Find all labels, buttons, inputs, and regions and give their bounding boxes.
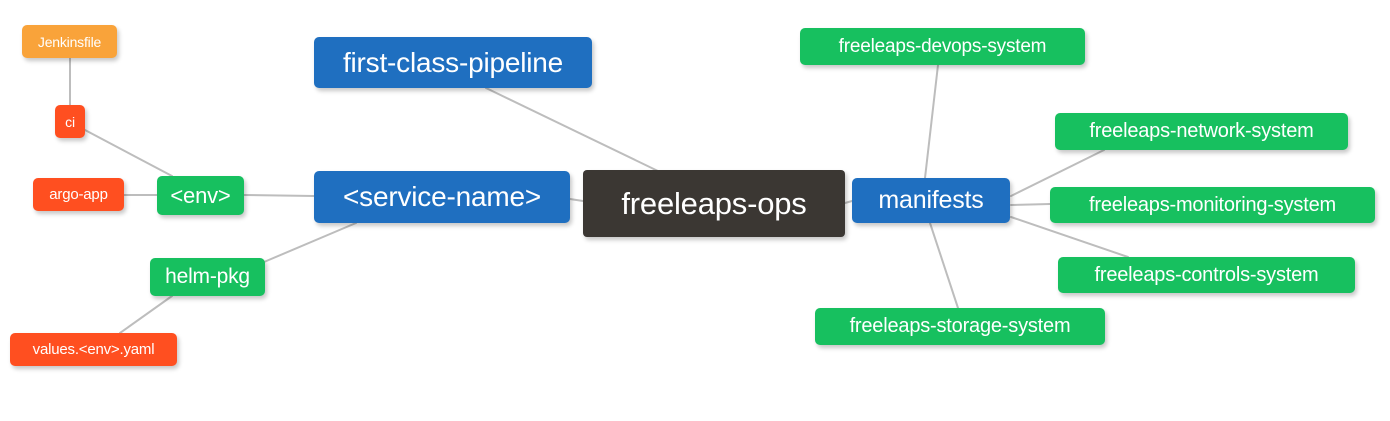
edge-manifests-to-monitoring (1010, 203, 1051, 206)
edge-env-to-service-name (243, 194, 315, 197)
edge-manifests-to-devops (924, 64, 939, 179)
edge-manifests-to-controls (1010, 216, 1129, 258)
node-manifests[interactable]: manifests (852, 178, 1010, 223)
edge-manifests-to-storage (929, 222, 959, 309)
edge-root-to-manifests (844, 200, 853, 204)
node-argo-app[interactable]: argo-app (33, 178, 124, 211)
edge-service-name-to-helm-pkg (263, 222, 357, 263)
edge-ci-to-env (84, 129, 173, 177)
node-root[interactable]: freeleaps-ops (583, 170, 845, 237)
edge-helm-pkg-to-values-yaml (119, 295, 173, 334)
node-ci[interactable]: ci (55, 105, 85, 138)
edge-service-name-to-root (569, 198, 584, 202)
edge-pipeline-to-root (485, 87, 661, 173)
node-helm-pkg[interactable]: helm-pkg (150, 258, 265, 296)
node-storage[interactable]: freeleaps-storage-system (815, 308, 1105, 345)
node-monitoring[interactable]: freeleaps-monitoring-system (1050, 187, 1375, 223)
node-values-yaml[interactable]: values.<env>.yaml (10, 333, 177, 366)
node-env[interactable]: <env> (157, 176, 244, 215)
node-controls[interactable]: freeleaps-controls-system (1058, 257, 1355, 293)
node-jenkinsfile[interactable]: Jenkinsfile (22, 25, 117, 58)
node-devops[interactable]: freeleaps-devops-system (800, 28, 1085, 65)
node-pipeline[interactable]: first-class-pipeline (314, 37, 592, 88)
node-service-name[interactable]: <service-name> (314, 171, 570, 223)
node-network[interactable]: freeleaps-network-system (1055, 113, 1348, 150)
